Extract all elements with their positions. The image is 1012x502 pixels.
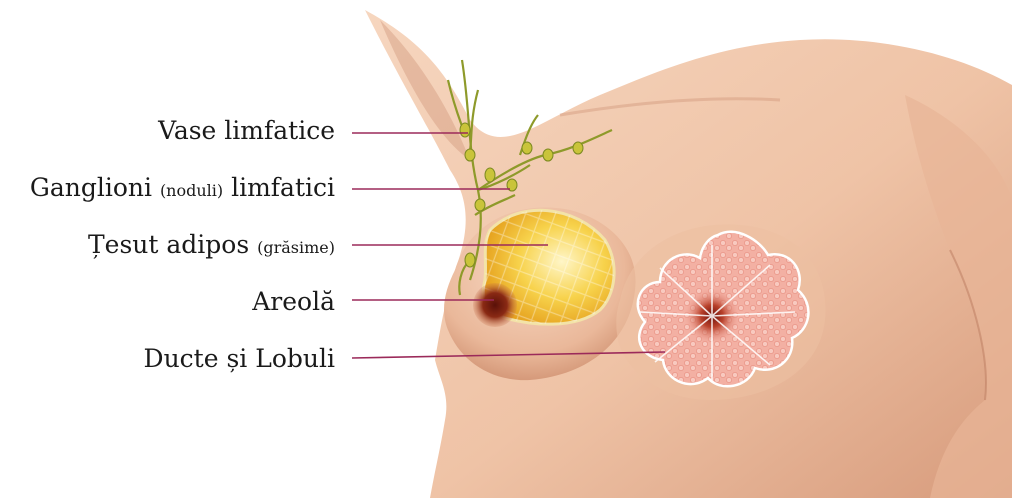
label-lymph-nodes-tail: limfatici — [231, 173, 335, 202]
label-lymph-nodes-main: Ganglioni — [30, 173, 152, 202]
label-areola: Areolă — [252, 289, 335, 314]
label-lymph-vessels-text: Vase limfatice — [158, 116, 335, 145]
label-adipose-tissue: Țesut adipos (grăsime) — [88, 232, 335, 257]
label-ducts-lobules-text: Ducte și Lobuli — [144, 344, 335, 373]
label-lymph-nodes: Ganglioni (noduli) limfatici — [30, 175, 335, 200]
armpit-shadow — [380, 20, 470, 160]
areola-left — [473, 283, 517, 327]
label-adipose-note: (grăsime) — [257, 238, 335, 257]
label-areola-text: Areolă — [252, 287, 335, 316]
label-lymph-nodes-note: (noduli) — [160, 181, 223, 200]
label-lymph-vessels: Vase limfatice — [158, 118, 335, 143]
label-ducts-lobules: Ducte și Lobuli — [144, 346, 335, 371]
label-adipose-main: Țesut adipos — [88, 230, 249, 259]
